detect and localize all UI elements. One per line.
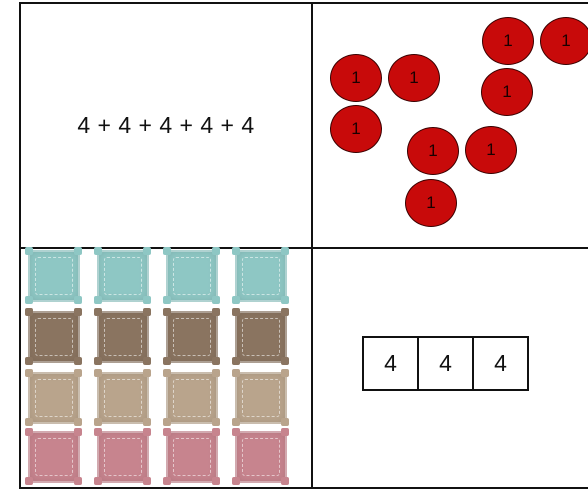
pillow-image bbox=[97, 431, 149, 483]
number-box: 4 bbox=[362, 336, 419, 391]
pillow-image bbox=[235, 431, 287, 483]
pillow-image bbox=[97, 311, 149, 363]
pillow-image bbox=[97, 250, 149, 302]
pillow-image bbox=[166, 311, 218, 363]
number-box: 4 bbox=[472, 336, 529, 391]
pillow-image bbox=[28, 311, 80, 363]
pillow-image bbox=[235, 250, 287, 302]
pillow-image bbox=[166, 250, 218, 302]
pillow-image bbox=[166, 372, 218, 424]
pillow-image bbox=[28, 250, 80, 302]
pillow-image bbox=[28, 372, 80, 424]
pillow-image bbox=[235, 372, 287, 424]
pillow-image bbox=[166, 431, 218, 483]
pillow-image bbox=[235, 311, 287, 363]
pillow-image bbox=[97, 372, 149, 424]
pillow-image bbox=[28, 431, 80, 483]
number-boxes: 4 4 4 bbox=[362, 336, 529, 391]
number-box: 4 bbox=[417, 336, 474, 391]
